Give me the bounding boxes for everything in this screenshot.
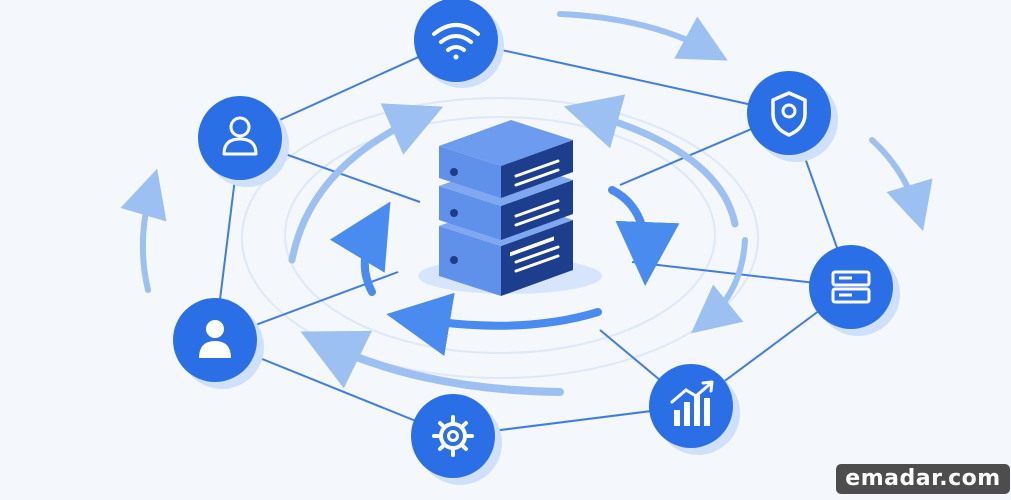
node-server xyxy=(809,245,900,336)
wifi-icon xyxy=(432,23,480,60)
flow-arrow-right-outer xyxy=(869,137,933,232)
orbit-rings xyxy=(241,97,759,379)
watermark-label: emadar.com xyxy=(836,464,1010,494)
node-user-bottom xyxy=(173,298,264,389)
flow-arrows xyxy=(120,11,933,396)
flow-arrow-top-right xyxy=(557,11,728,61)
server-stack-icon xyxy=(418,120,602,296)
node-shield xyxy=(747,71,838,162)
flow-arrow-upper-right xyxy=(563,94,739,228)
flow-arrow-left-outer xyxy=(120,168,167,293)
node-wifi xyxy=(414,0,504,88)
shield-icon xyxy=(771,91,807,137)
server-icon xyxy=(831,270,871,304)
flow-arrow-inner-bottom xyxy=(386,292,602,357)
user-icon xyxy=(199,320,231,358)
flow-arrow-upper-left xyxy=(288,103,444,264)
node-user-top xyxy=(198,96,289,187)
flow-arrow-lower-left xyxy=(300,330,564,396)
flow-arrow-right-inner xyxy=(691,237,748,334)
node-settings xyxy=(411,394,502,485)
node-analytics xyxy=(649,364,740,455)
bar-chart-arrow-icon xyxy=(670,380,714,426)
flow-arrow-inner-left xyxy=(329,201,391,296)
flow-arrow-inner-right xyxy=(608,186,680,286)
user-icon xyxy=(222,116,258,156)
gear-icon xyxy=(432,415,474,457)
